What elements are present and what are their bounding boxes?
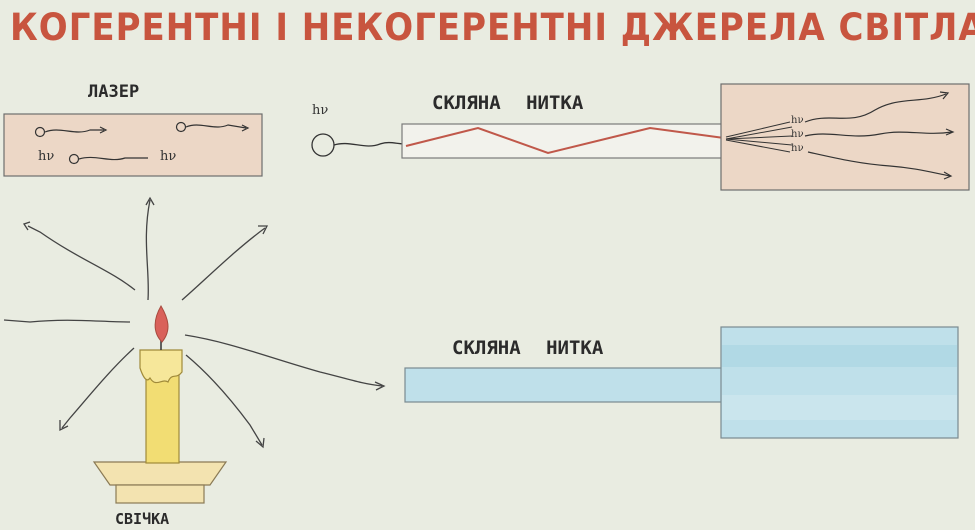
fiber-zigzag-ray: [405, 126, 725, 155]
glass-fiber-label-bottom: СКЛЯНА НИТКА: [452, 337, 604, 359]
laser-photon-1: [34, 126, 108, 138]
output-box-top: [720, 83, 970, 191]
photon-symbol-output-1: hν: [791, 115, 804, 126]
photon-symbol-output-2: hν: [791, 129, 804, 140]
output-wave-1: [804, 91, 950, 123]
glass-fiber-label-top: СКЛЯНА НИТКА: [432, 92, 584, 114]
laser-label: ЛАЗЕР: [88, 82, 140, 102]
candle-body: [139, 349, 183, 464]
output-wave-2: [804, 128, 955, 137]
laser-box: [3, 113, 263, 177]
glass-fiber-rod: [401, 123, 727, 159]
output-wave-3: [807, 151, 953, 180]
candle-holder: [92, 461, 228, 504]
output-rays: [725, 121, 793, 153]
output-box-bottom-shade: [722, 345, 957, 367]
photon-symbol-laser-2: hν: [160, 149, 177, 164]
laser-photon-2: [175, 121, 250, 133]
output-box-bottom: [720, 326, 959, 439]
laser-photon-3: [68, 153, 148, 165]
photon-symbol-output-3: hν: [791, 143, 804, 154]
source-photon: [311, 133, 411, 157]
photon-symbol-laser-1: hν: [38, 149, 55, 164]
glass-fiber-rod-bottom: [404, 367, 726, 403]
output-box-bottom-shade-2: [722, 395, 957, 420]
candle-rays: [3, 196, 386, 449]
poster-title: КОГЕРЕНТНІ І НЕКОГЕРЕНТНІ ДЖЕРЕЛА СВІТЛА: [10, 6, 975, 50]
candle-label: СВІЧКА: [115, 510, 170, 528]
photon-symbol-source: hν: [312, 103, 329, 118]
candle-flame: [154, 305, 169, 343]
